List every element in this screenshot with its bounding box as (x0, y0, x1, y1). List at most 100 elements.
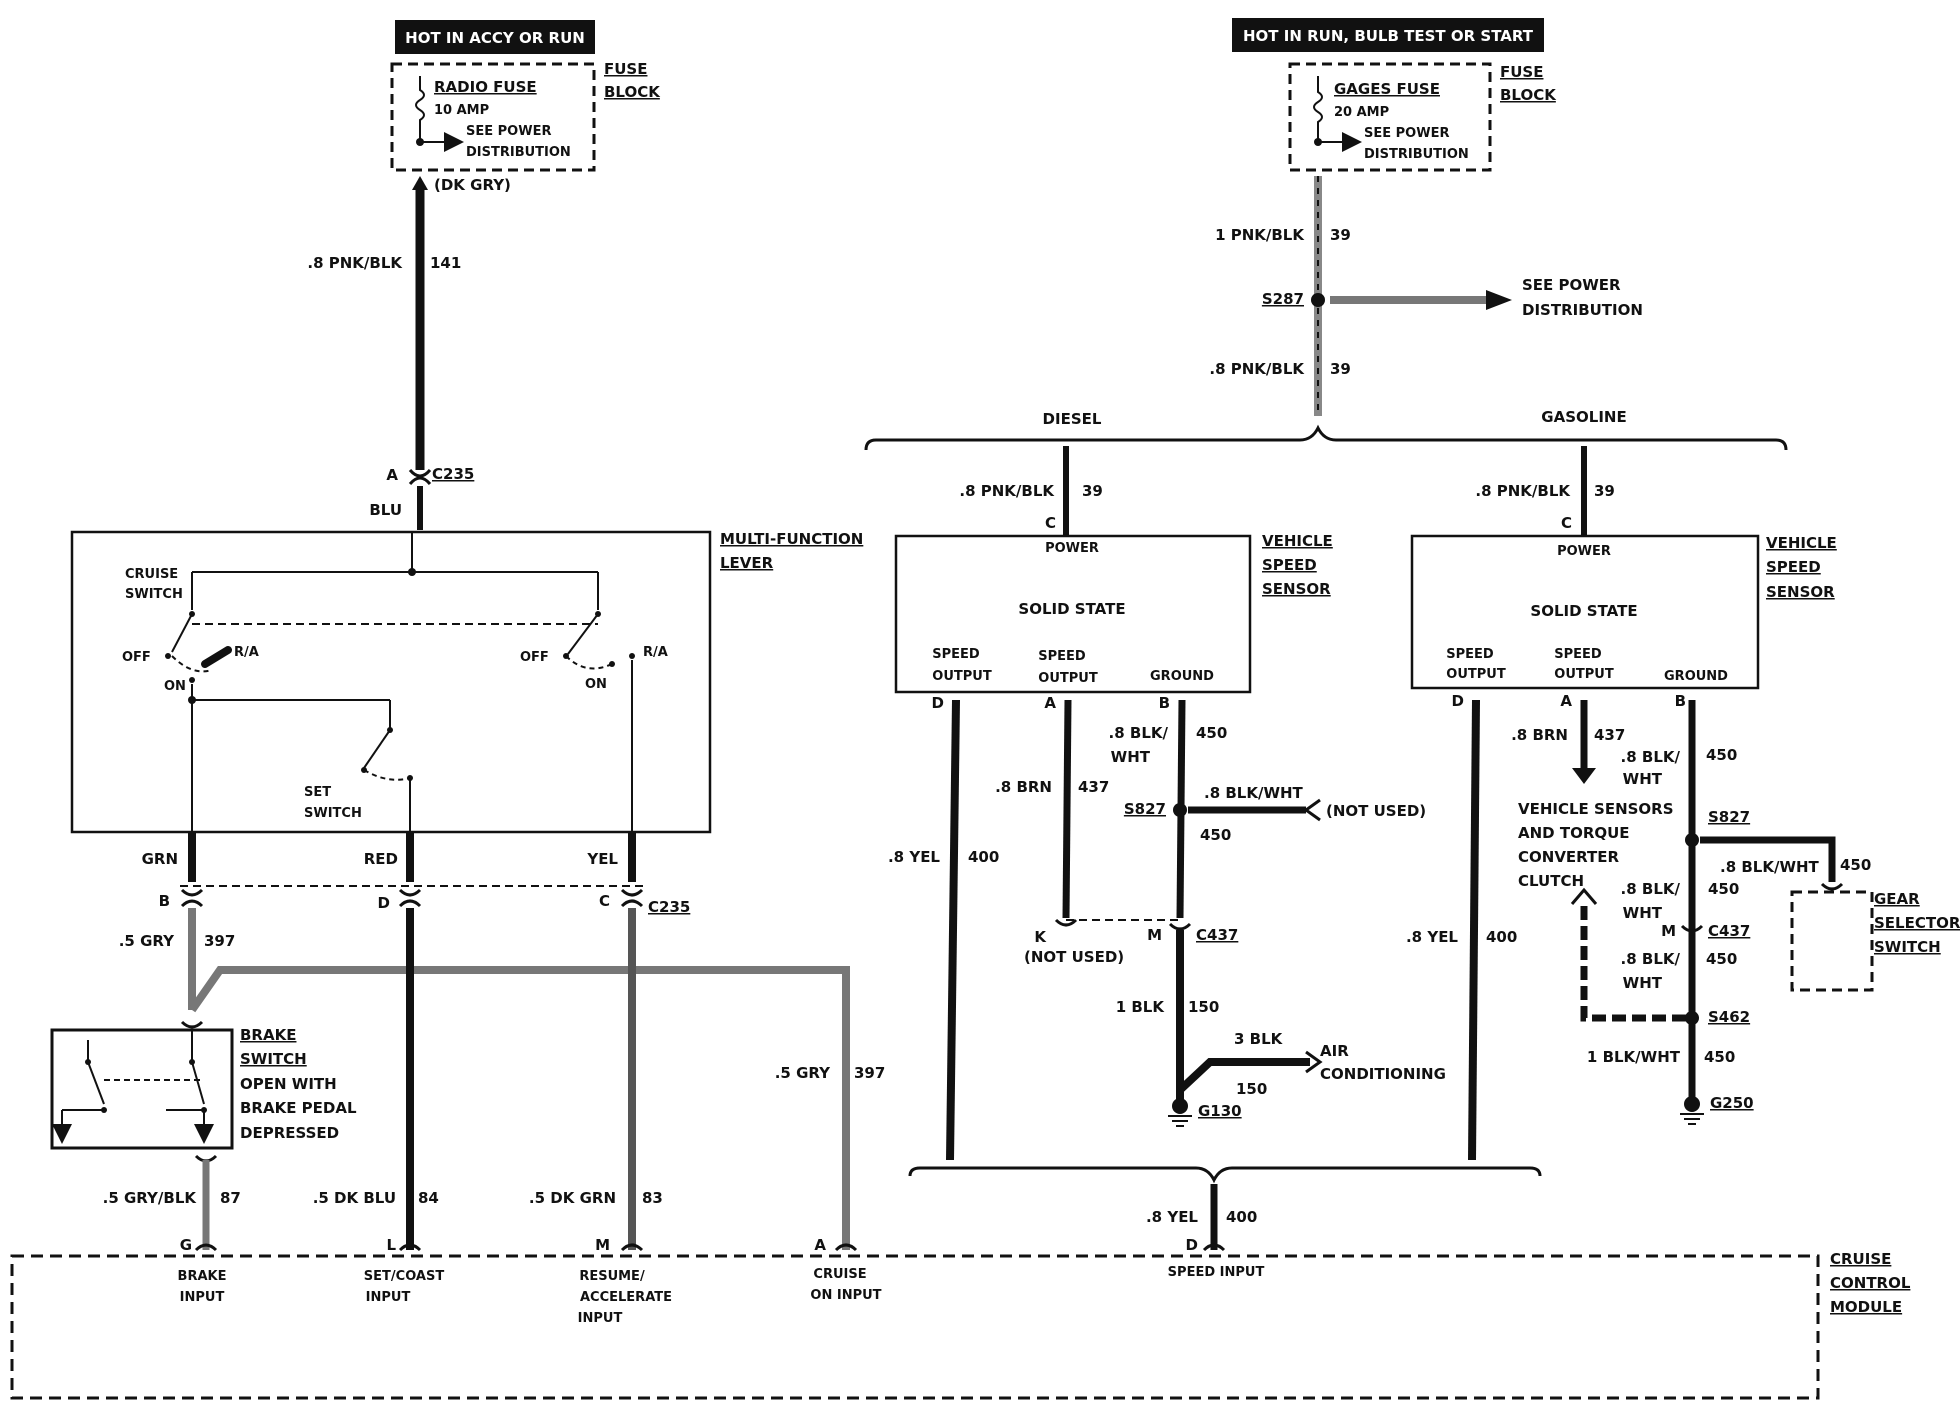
g-so2-b: OUTPUT (1554, 667, 1614, 682)
g-so1-a: SPEED (1446, 647, 1494, 662)
fuse-right-block2: BLOCK (1500, 86, 1557, 104)
g-yel: .8 YEL (1406, 928, 1458, 946)
fuse-left-block2: BLOCK (604, 83, 661, 101)
fuse-symbol-right (1313, 76, 1323, 145)
g-g250: G250 (1710, 1094, 1754, 1112)
g-vs2: AND TORQUE (1518, 824, 1630, 842)
mod-res1: RESUME/ (579, 1269, 645, 1284)
g-brn-c: 437 (1594, 726, 1625, 744)
mfl-title1: MULTI-FUNCTION (720, 530, 863, 548)
d-g130: G130 (1198, 1102, 1242, 1120)
d-brn-c: 437 (1078, 778, 1109, 796)
fuse-right-see1: SEE POWER (1364, 126, 1449, 141)
left-pin-a: A (386, 466, 398, 484)
d-pin-m: M (1147, 926, 1162, 944)
g-bw1: .8 BLK/ (1621, 748, 1681, 766)
g-gnd: GROUND (1664, 669, 1728, 684)
cruise-control-module-box (10, 1254, 1820, 1400)
gry-circuit2: 397 (854, 1064, 885, 1082)
d-vss-circuit: 39 (1082, 482, 1103, 500)
d-brn: .8 BRN (995, 778, 1052, 796)
left-c235: C235 (432, 465, 474, 483)
brake-l3: OPEN WITH (240, 1075, 337, 1093)
d-ac-c: 150 (1236, 1080, 1267, 1098)
gear-selector-switch-box (1790, 890, 1874, 992)
gasoline-label: GASOLINE (1541, 408, 1626, 426)
d-pin-k: K (1034, 928, 1047, 946)
g-vs3: CONVERTER (1518, 848, 1620, 866)
d-nu-c: 450 (1200, 826, 1231, 844)
d-not-used: (NOT USED) (1326, 802, 1426, 820)
g-g-wire: 1 BLK/WHT (1587, 1048, 1681, 1066)
g-so2-a: OUTPUT (1446, 667, 1506, 682)
brake-l1: BRAKE (240, 1026, 296, 1044)
right-s287: S287 (1262, 290, 1304, 308)
module-l2: CONTROL (1830, 1274, 1911, 1292)
pin-d: D (378, 894, 390, 912)
mod-cruise1: CRUISE (813, 1267, 866, 1282)
g-vss-t1: VEHICLE (1766, 534, 1837, 552)
multi-function-lever-box (70, 530, 712, 834)
g-pin-b: B (1675, 692, 1686, 710)
g-bw6: WHT (1623, 974, 1663, 992)
g-so1-b: SPEED (1554, 647, 1602, 662)
right-see2: DISTRIBUTION (1522, 301, 1643, 319)
d-k-nu: (NOT USED) (1024, 948, 1124, 966)
off-left: OFF (122, 650, 151, 665)
d-gnd: GROUND (1150, 669, 1214, 684)
pin-c: C (599, 892, 610, 910)
d-s827: S827 (1124, 800, 1166, 818)
mod-set1: SET/COAST (364, 1269, 445, 1284)
d-bw-c: 450 (1196, 724, 1227, 742)
g-pin-m: M (1661, 922, 1676, 940)
header-left: HOT IN ACCY OR RUN (405, 29, 585, 47)
d-so1-a: SPEED (932, 647, 980, 662)
mfl-c235: C235 (648, 898, 690, 916)
g-s462: S462 (1708, 1008, 1750, 1026)
left-wire-circuit: 141 (430, 254, 461, 272)
g-vss-body: SOLID STATE (1530, 602, 1637, 620)
d-ac1: AIR (1320, 1042, 1349, 1060)
g-pin-a: A (1560, 692, 1572, 710)
fuse-left-see2: DISTRIBUTION (466, 145, 571, 160)
set-label1: SET (304, 785, 331, 800)
mod-brake2: INPUT (180, 1290, 225, 1305)
right-wire1: 1 PNK/BLK (1215, 226, 1305, 244)
vss-gasoline-box (1410, 534, 1760, 690)
gry-wire2: .5 GRY (775, 1064, 831, 1082)
d-so2-b: OUTPUT (1038, 671, 1098, 686)
d-vss-t1: VEHICLE (1262, 532, 1333, 550)
d-nu-wire: .8 BLK/WHT (1204, 784, 1304, 802)
right-circuit2: 39 (1330, 360, 1351, 378)
fuse-left-name: RADIO FUSE (434, 78, 537, 96)
left-wire-label: .8 PNK/BLK (307, 254, 403, 272)
right-circuit1: 39 (1330, 226, 1351, 244)
mod-res3: INPUT (578, 1311, 623, 1326)
g-s827: S827 (1708, 808, 1750, 826)
d-ac2: CONDITIONING (1320, 1065, 1446, 1083)
in-resume-circuit: 83 (642, 1189, 663, 1207)
gry-wire: .5 GRY (119, 932, 175, 950)
mod-speed: SPEED INPUT (1168, 1265, 1265, 1280)
set-label2: SWITCH (304, 806, 362, 821)
in-brake-circuit: 87 (220, 1189, 241, 1207)
mod-pin-l: L (386, 1236, 396, 1254)
fuse-symbol-left (415, 76, 425, 145)
g-gear2: SELECTOR (1874, 914, 1960, 932)
d-blk-c: 150 (1188, 998, 1219, 1016)
g-bw5-c: 450 (1706, 950, 1737, 968)
g-vss-power: POWER (1557, 544, 1611, 559)
g-g-c: 450 (1704, 1048, 1735, 1066)
module-l3: MODULE (1830, 1298, 1902, 1316)
right-see1: SEE POWER (1522, 276, 1621, 294)
g-gs-wire: .8 BLK/WHT (1720, 858, 1820, 876)
g-bw2: WHT (1623, 770, 1663, 788)
header-left-box (395, 20, 595, 54)
d-pin-a: A (1044, 694, 1056, 712)
d-pin-b: B (1159, 694, 1170, 712)
off-right: OFF (520, 650, 549, 665)
d-so2-a: OUTPUT (932, 669, 992, 684)
mod-res2: ACCELERATE (580, 1290, 672, 1305)
brake-l4: BRAKE PEDAL (240, 1099, 357, 1117)
